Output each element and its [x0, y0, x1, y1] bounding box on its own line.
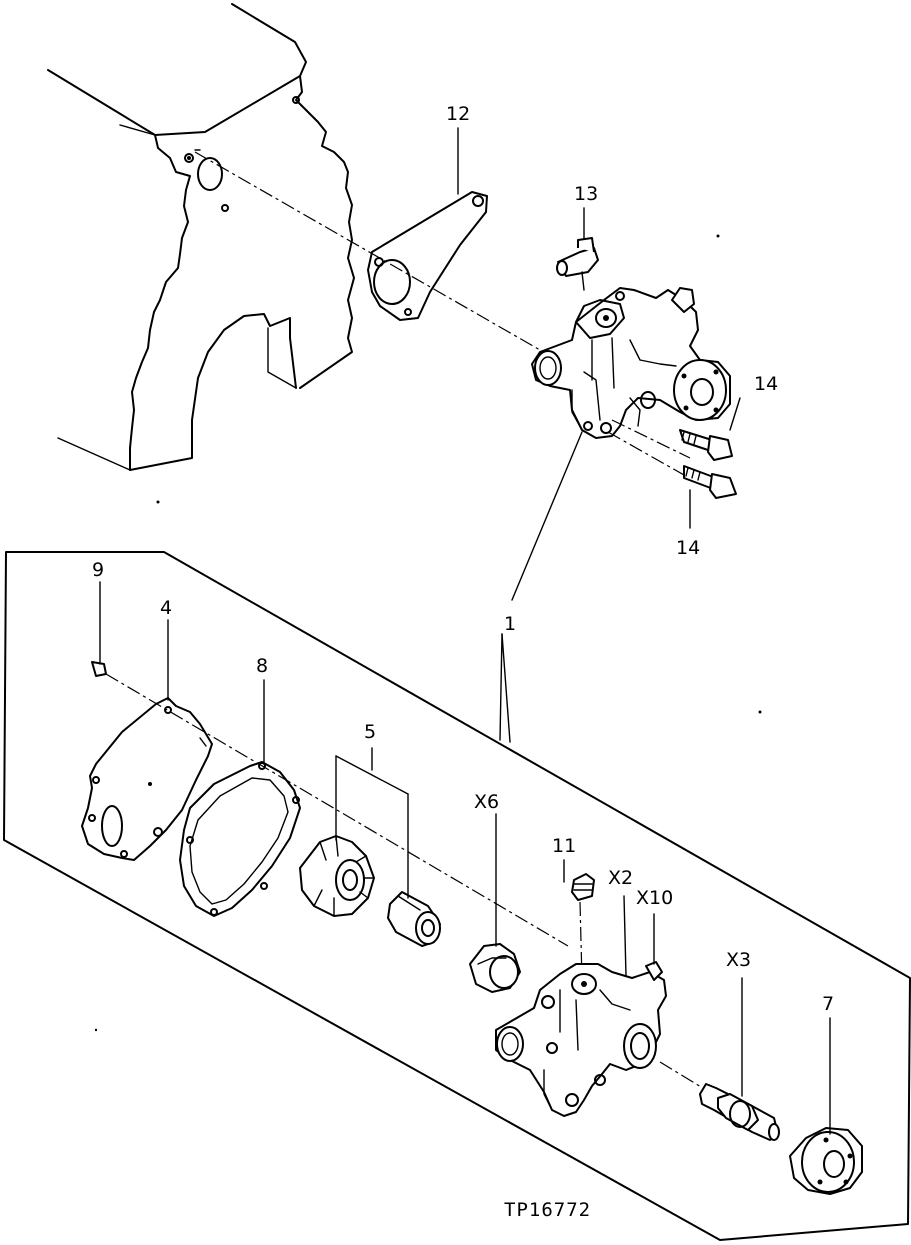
gasket-8: [179, 679, 301, 917]
callout-8: 8: [256, 655, 268, 677]
callout-4: 4: [160, 597, 172, 619]
callout-labels: 12 13 14 14 1 9 4 8 5 X6 11 X2 X10 X3 7 …: [92, 103, 834, 1221]
callout-x6: X6: [474, 791, 499, 813]
callout-9: 9: [92, 559, 104, 581]
pump-housing-x2: [495, 895, 707, 1117]
callout-1: 1: [504, 613, 516, 635]
leader-5: [335, 747, 409, 899]
callout-14-upper: 14: [754, 373, 778, 395]
callout-x2: X2: [608, 867, 633, 889]
shaft-bearing-x3: [699, 977, 780, 1141]
impeller-5: [299, 835, 375, 917]
gasket-12: [367, 127, 488, 321]
print-specks: [94, 234, 762, 1032]
bolt-14-lower: [683, 465, 737, 529]
seal-5: [387, 891, 441, 947]
fan-hub-7: [789, 1017, 863, 1195]
callout-11: 11: [552, 835, 576, 857]
cover-plate-4: [81, 619, 213, 861]
callout-14-lower: 14: [676, 537, 700, 559]
kit-frame: [3, 551, 911, 1241]
figure-reference: TP16772: [504, 1199, 591, 1221]
bushing-x6: [469, 813, 521, 993]
callout-5: 5: [364, 721, 376, 743]
fitting-13: [556, 207, 599, 291]
plug-11: [563, 859, 595, 981]
water-pump-assembly: [531, 287, 731, 485]
callout-x3: X3: [726, 949, 751, 971]
engine-block: [47, 3, 355, 471]
screw-9: [91, 581, 107, 677]
callout-13: 13: [574, 183, 598, 205]
callout-12: 12: [446, 103, 470, 125]
callout-x10: X10: [636, 887, 673, 909]
callout-7: 7: [822, 993, 834, 1015]
bolt-14-upper: [679, 397, 741, 461]
